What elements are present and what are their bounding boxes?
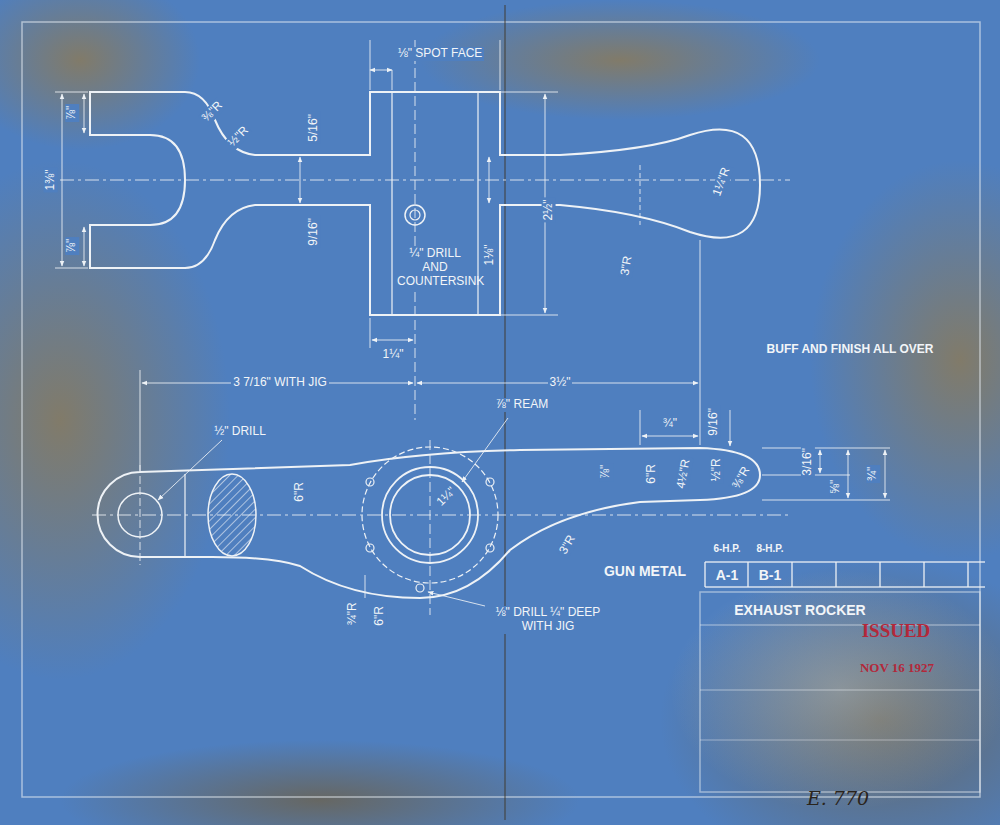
dimension-label: ½"R (709, 457, 723, 484)
dimension-label: 1¼" (432, 483, 459, 510)
dimension-label: 3"R (556, 531, 580, 558)
dimension-label: 6"R (373, 604, 387, 628)
dimension-label: 1⅛" (482, 243, 496, 268)
title-block-text: 8-H.P. (756, 543, 783, 555)
title-block-text: A-1 (716, 567, 739, 583)
dimension-label: ¾"R (345, 601, 359, 628)
title-block-text: GUN METAL (604, 563, 686, 579)
dimension-label: 1⅜" (43, 168, 57, 193)
title-block-text: 6-H.P. (713, 543, 740, 555)
dimension-label: 1¼"R (710, 164, 734, 200)
dimension-label: ⅞" (65, 104, 79, 122)
drawing-number: E. 770 (807, 788, 869, 810)
dimension-label: ⅛" SPOT FACE (396, 47, 485, 61)
dimension-label: ¾" (866, 465, 880, 483)
dimension-label: 3½" (548, 376, 573, 390)
dimension-label: ⅞" (599, 463, 613, 481)
dimension-label: ⅞" (65, 237, 79, 255)
dimension-label: 3"R (618, 253, 636, 279)
dimension-label: 9/16" (307, 216, 321, 248)
dimension-label: ⅞" REAM (494, 398, 550, 412)
dimension-label: ⅝" (829, 478, 843, 496)
title-block-text: EXHAUST ROCKER (734, 602, 865, 618)
dimension-label: ⅛" DRILL ¼" DEEP WITH JIG (486, 606, 610, 634)
dimension-label: ⅜"R (198, 98, 227, 127)
dimension-label: ⅜"R (728, 463, 753, 493)
dimension-label: ¼" DRILL AND COUNTERSINK (395, 247, 475, 288)
dimension-label: 1¼" (381, 348, 406, 362)
issued-stamp: ISSUED (862, 620, 931, 642)
dimension-label: ¾" (661, 417, 679, 431)
dimension-label: 3 7/16" WITH JIG (231, 376, 329, 390)
dimension-label: 6"R (293, 480, 307, 504)
dimension-label: 5/16" (307, 112, 321, 144)
dimension-label: 3/16" (801, 446, 815, 478)
dimension-label: 6"R (645, 462, 659, 486)
title-block-text: B-1 (759, 567, 782, 583)
finish-note: BUFF AND FINISH ALL OVER (767, 343, 934, 357)
dimension-label: 9/16" (707, 406, 721, 438)
dimension-label: 4½"R (674, 456, 693, 491)
dimension-label: ½"R (224, 123, 253, 152)
dimension-label: 2½" (541, 198, 555, 223)
stamp-date: NOV 16 1927 (860, 661, 934, 676)
dimension-label: ½" DRILL (212, 425, 268, 439)
